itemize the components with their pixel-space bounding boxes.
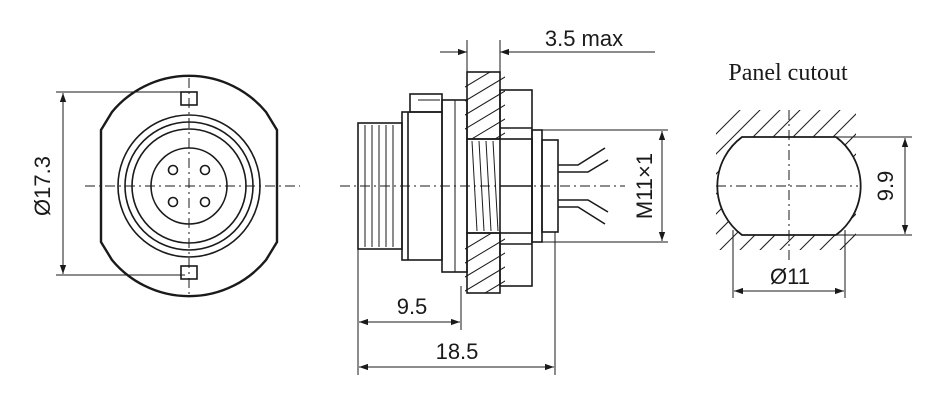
- side-pin-upper: [558, 159, 609, 173]
- front-ring-outer: [117, 114, 261, 258]
- front-insert: [150, 147, 228, 225]
- side-panel-bottom: [466, 232, 501, 294]
- side-thread-lines: [471, 140, 499, 232]
- panel-cutout-view: Panel cutout 9.9 Ø11: [716, 60, 912, 298]
- thread-label: M11×1: [632, 153, 657, 219]
- front-pin-3: [167, 196, 179, 208]
- front-pin-4: [199, 196, 211, 208]
- front-ring-inner: [131, 128, 247, 244]
- length-short-label: 9.5: [397, 294, 428, 319]
- front-pin-2: [199, 164, 211, 176]
- side-barrel-knurl: [364, 125, 394, 247]
- front-pin-1: [167, 164, 179, 176]
- side-pin-lower: [558, 199, 609, 213]
- front-key-bottom: [180, 265, 198, 280]
- side-panel-bottom-hatch: [465, 233, 505, 293]
- side-flange-top-lug: [409, 93, 443, 113]
- front-ring-mid: [124, 121, 254, 251]
- side-rear-insert: [541, 139, 559, 233]
- side-pin-bottom: [558, 206, 606, 225]
- front-diameter-label: Ø17.3: [30, 156, 55, 216]
- side-view: 3.5 max M11×1 9.5 18.5: [340, 26, 668, 375]
- front-outer-flange: [99, 74, 279, 298]
- side-panel-top-hatch: [465, 72, 505, 139]
- cutout-diameter-label: Ø11: [770, 264, 810, 289]
- front-key-top: [180, 91, 198, 106]
- panel-thickness-label: 3.5 max: [545, 26, 623, 51]
- cutout-title: Panel cutout: [728, 60, 848, 86]
- side-pin-top: [558, 147, 606, 166]
- cutout-height-label: 9.9: [873, 171, 898, 202]
- front-view: Ø17.3: [30, 74, 300, 298]
- side-panel-top: [466, 71, 501, 140]
- length-total-label: 18.5: [436, 339, 479, 364]
